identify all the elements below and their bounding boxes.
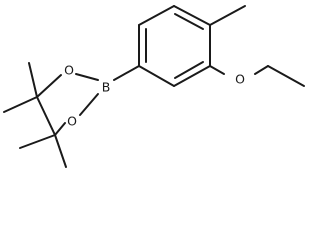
ethoxy-group (209, 65, 305, 87)
molecule-structure: B O O O (3, 5, 305, 168)
ring-bond-1 (173, 5, 211, 26)
boron-oxygen-top-bond (75, 73, 99, 81)
methyl-lower-bottom-bond (54, 134, 67, 168)
oxygen-top-to-carbon-bond (36, 74, 62, 98)
ring-carbon-carbon-bond (36, 96, 56, 136)
methyl-substituent (209, 5, 246, 26)
aryl-boron-bond (113, 65, 140, 81)
ring-to-oxygen-bond (209, 65, 225, 75)
oxygen-to-ethyl-bond (254, 65, 269, 75)
methyl-upper-left-bond (3, 96, 38, 113)
ring-oxygen-top-label: O (64, 63, 74, 78)
aromatic-inner-line-1 (174, 13, 204, 30)
ring-to-boron-bond (113, 65, 140, 81)
aromatic-inner-line-2 (174, 61, 204, 79)
methyl-lower-left-bond (19, 134, 56, 149)
boron-oxygen-bottom-bond (79, 93, 99, 116)
ring-bond-3 (173, 65, 211, 87)
oxygen-bottom-to-carbon-bond (54, 122, 66, 136)
ether-oxygen-label: O (235, 72, 245, 87)
dioxaborolane-ring (36, 73, 99, 136)
benzene-ring (138, 5, 211, 87)
ring-oxygen-bottom-label: O (67, 114, 77, 129)
ring-bond-6 (138, 5, 175, 26)
ring-bond-4 (138, 65, 175, 87)
methyl-bond (209, 5, 246, 26)
ethyl-bond (267, 65, 305, 87)
methyl-upper-top-bond (28, 62, 38, 98)
tetramethyl-groups (3, 62, 67, 168)
boron-label: B (102, 80, 111, 95)
